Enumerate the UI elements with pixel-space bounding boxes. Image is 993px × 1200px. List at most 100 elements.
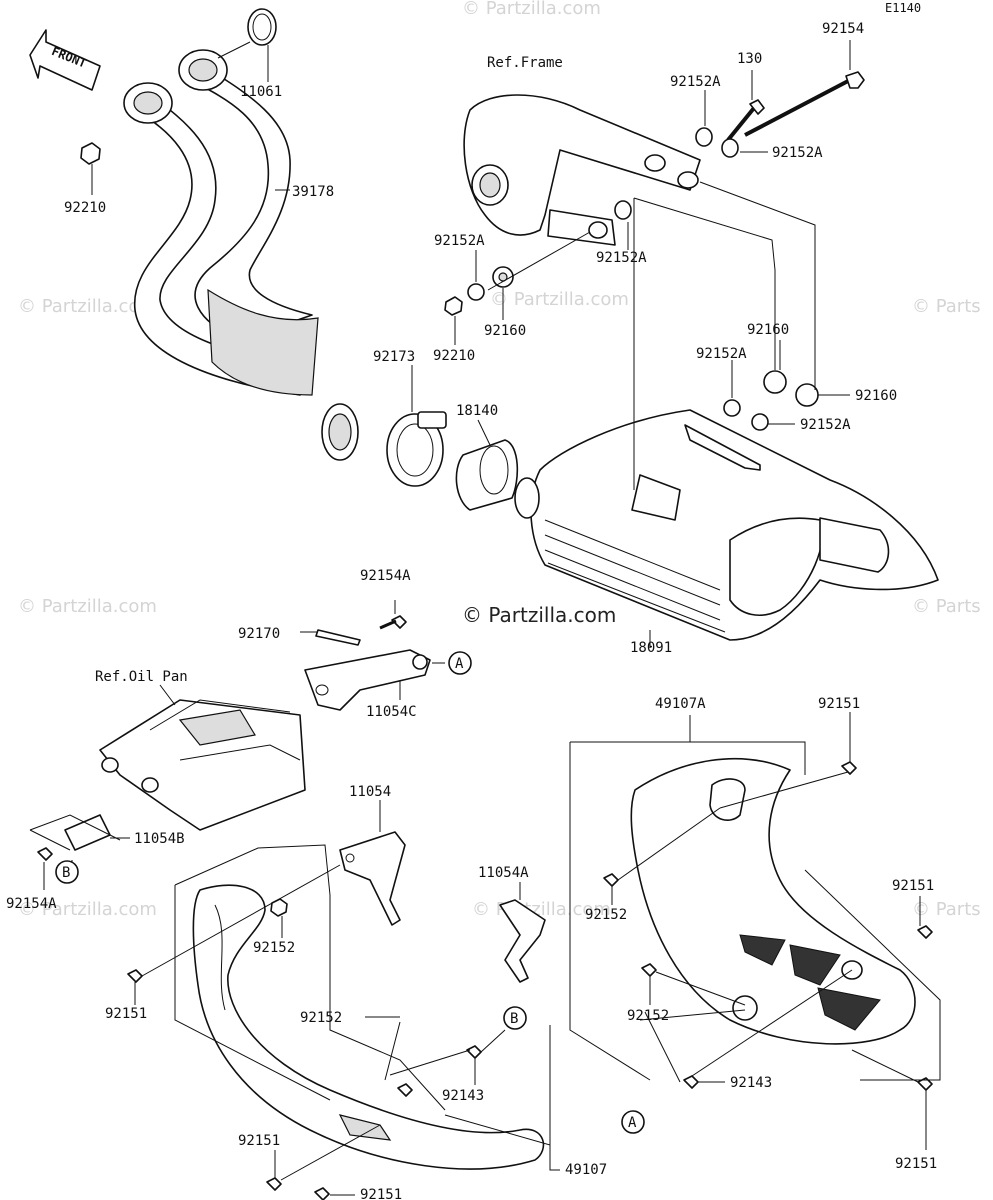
screw-92151-bottom-left — [266, 1177, 282, 1191]
bolt-icon-92154a-2 — [37, 847, 53, 861]
part-label: 92152A — [800, 417, 851, 433]
watermark-top: © Partzilla.com — [462, 0, 601, 19]
diagram-code: E1140 — [885, 1, 921, 15]
bracket-11054c — [304, 649, 431, 711]
nut-icon-mid — [444, 296, 463, 316]
bolt-icon-92154a — [391, 615, 407, 629]
washer-92143-r — [683, 1075, 699, 1089]
screw-92151-r3 — [917, 1077, 933, 1091]
part-label: 92210 — [64, 200, 106, 216]
part-label: 92151 — [895, 1156, 937, 1172]
lower-cover-49107 — [192, 884, 545, 1170]
muffler — [514, 409, 939, 641]
watermark-right-3: © Parts — [912, 899, 981, 920]
washer-92152-r2 — [641, 963, 657, 977]
washer-92143-left — [466, 1045, 482, 1059]
part-label: 92152 — [253, 940, 295, 956]
part-label: 92151 — [238, 1133, 280, 1149]
part-label: 92160 — [855, 388, 897, 404]
washer-icon-3 — [751, 413, 769, 431]
part-label: 92152A — [772, 145, 823, 161]
watermark-center-1: © Partzilla.com — [490, 289, 629, 310]
screw-92151-r1 — [841, 761, 857, 775]
nut-icon — [80, 142, 101, 165]
exhaust-clamp — [386, 411, 447, 487]
svg-text:A: A — [455, 656, 464, 672]
part-label: 18140 — [456, 403, 498, 419]
part-label: 92154 — [822, 21, 864, 37]
part-label: 11054C — [366, 704, 417, 720]
washer-icon-2 — [723, 399, 741, 417]
watermark-left-1: © Partzilla.com — [18, 296, 157, 317]
part-label: 92151 — [360, 1187, 402, 1200]
frame-bracket — [463, 94, 701, 246]
part-label: 92143 — [442, 1088, 484, 1104]
part-label: 92160 — [484, 323, 526, 339]
collar-icon-2 — [721, 138, 739, 158]
collar-icon-3 — [614, 200, 632, 220]
watermark-left-2: © Partzilla.com — [18, 596, 157, 617]
screw-92151-r2 — [917, 925, 933, 939]
part-label: 92151 — [105, 1006, 147, 1022]
svg-text:A: A — [628, 1115, 637, 1131]
part-label: 92143 — [730, 1075, 772, 1091]
muffler-gasket — [455, 439, 519, 511]
part-label: 92154A — [360, 568, 411, 584]
callout-b-lower: B — [503, 1006, 527, 1030]
part-label: 49107A — [655, 696, 706, 712]
bracket-11054b — [64, 814, 111, 851]
collar-icon — [695, 127, 713, 147]
part-label: 11061 — [240, 84, 282, 100]
grommet-icon-2 — [763, 370, 787, 394]
part-label: 92152 — [300, 1010, 342, 1026]
part-label: 11054 — [349, 784, 391, 800]
front-arrow-icon: FRONT — [29, 29, 101, 91]
part-label: 92210 — [433, 348, 475, 364]
washer-92152-r1 — [603, 873, 619, 887]
screw-92151-bottom — [314, 1187, 330, 1200]
watermark-right-2: © Parts — [912, 596, 981, 617]
watermark-right-1: © Parts — [912, 296, 981, 317]
part-label: 39178 — [292, 184, 334, 200]
part-label: 92152 — [585, 907, 627, 923]
callout-b-left: B — [55, 860, 79, 884]
washer-icon — [467, 283, 485, 301]
short-bolt-icon — [726, 99, 765, 142]
oil-pan — [99, 699, 306, 831]
leader-lines — [29, 40, 941, 1196]
callout-a-upper: A — [448, 651, 472, 675]
part-label: 130 — [737, 51, 762, 67]
callout-a-lower: A — [621, 1110, 645, 1134]
part-label: 92152 — [627, 1008, 669, 1024]
svg-text:B: B — [510, 1011, 518, 1027]
part-label: 49107 — [565, 1162, 607, 1178]
part-label: 92152A — [434, 233, 485, 249]
long-bolt-icon — [744, 71, 865, 137]
part-label: 18091 — [630, 640, 672, 656]
part-label: 11054A — [478, 865, 529, 881]
ref-oil-pan-label: Ref.Oil Pan — [95, 669, 188, 685]
bracket-11054 — [339, 831, 406, 926]
part-label: 92151 — [892, 878, 934, 894]
watermark-main: © Partzilla.com — [462, 603, 616, 627]
bracket-11054a — [499, 899, 546, 983]
part-label: 92152A — [696, 346, 747, 362]
pin-icon — [315, 629, 361, 646]
part-label: 92173 — [373, 349, 415, 365]
part-labels: 11061 39178 92210 92154 130 92152A 92152… — [6, 21, 937, 1200]
washer-92152-left — [270, 898, 288, 917]
part-label: 92160 — [747, 322, 789, 338]
screw-92151-left — [127, 969, 143, 983]
exhaust-header-pipe — [123, 49, 359, 461]
part-label: 11054B — [134, 831, 185, 847]
lower-cover-49107a — [630, 757, 916, 1045]
part-label: 92170 — [238, 626, 280, 642]
watermark-left-3: © Partzilla.com — [18, 899, 157, 920]
ref-frame-label: Ref.Frame — [487, 55, 563, 71]
part-label: 92152A — [670, 74, 721, 90]
part-label: 92151 — [818, 696, 860, 712]
svg-text:B: B — [62, 865, 70, 881]
part-label: 92154A — [6, 896, 57, 912]
part-label: 92152A — [596, 250, 647, 266]
